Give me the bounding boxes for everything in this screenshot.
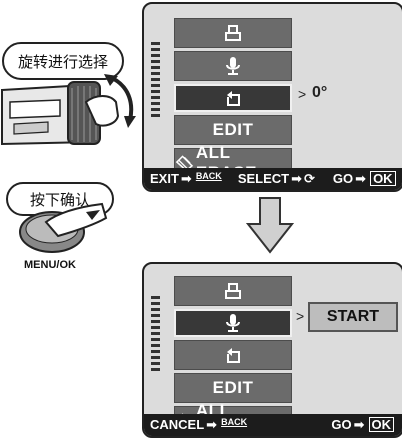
start-label: START bbox=[326, 308, 380, 325]
level-scale bbox=[150, 296, 160, 371]
down-arrow-icon bbox=[246, 197, 294, 254]
select-label: SELECT bbox=[237, 171, 290, 186]
level-scale bbox=[150, 42, 160, 117]
menu-ok-button-illustration bbox=[19, 202, 108, 253]
menu-item-edit-label: EDIT bbox=[212, 120, 254, 139]
camera-dial-illustration bbox=[1, 74, 136, 146]
microphone-icon bbox=[226, 57, 240, 75]
menu-item-print[interactable] bbox=[174, 18, 292, 48]
menu-ok-label: MENU/OK bbox=[24, 259, 76, 271]
go-label: GO bbox=[331, 417, 352, 432]
start-button[interactable]: START bbox=[308, 302, 398, 332]
rotate-caption-bubble: 旋转进行选择 bbox=[2, 42, 124, 80]
go-label: GO bbox=[332, 171, 354, 186]
rotate-icon bbox=[227, 348, 240, 363]
arrow-right-icon: ➡ bbox=[355, 171, 367, 186]
screen-select-menu: EDIT ALL ERASE > 0° EXIT➡BACK SELECT➡⟳ G… bbox=[142, 2, 402, 192]
bottom-menu: EDIT ALL ERASE bbox=[174, 276, 292, 436]
menu-item-edit-label: EDIT bbox=[212, 378, 254, 397]
footer-go[interactable]: GO➡OK bbox=[331, 417, 394, 433]
back-label: BACK bbox=[195, 171, 222, 181]
arrow-right-icon: ➡ bbox=[180, 171, 192, 186]
rotate-caption: 旋转进行选择 bbox=[17, 53, 108, 71]
menu-item-edit[interactable]: EDIT bbox=[174, 373, 292, 403]
footer-cancel[interactable]: CANCEL➡BACK bbox=[150, 417, 247, 433]
footer-exit[interactable]: EXIT➡BACK bbox=[150, 171, 222, 187]
rotate-icon bbox=[227, 91, 240, 106]
screen-confirm-menu: EDIT ALL ERASE > START CANCEL➡BACK GO➡OK bbox=[142, 262, 402, 438]
dial-icon: ⟳ bbox=[304, 171, 315, 186]
cancel-label: CANCEL bbox=[150, 417, 205, 432]
footer-bar: CANCEL➡BACK GO➡OK bbox=[144, 414, 402, 436]
menu-item-audio[interactable] bbox=[174, 309, 292, 337]
menu-item-rotate[interactable] bbox=[174, 84, 292, 112]
microphone-icon bbox=[226, 314, 240, 332]
arrow-right-icon: ➡ bbox=[291, 171, 303, 186]
ok-label: OK bbox=[368, 417, 394, 432]
arrow-right-icon: ➡ bbox=[353, 417, 365, 432]
arrow-right-icon: ➡ bbox=[206, 417, 218, 432]
footer-go[interactable]: GO➡OK bbox=[333, 171, 396, 187]
menu-item-audio[interactable] bbox=[174, 51, 292, 81]
print-icon bbox=[225, 25, 241, 41]
menu-item-print[interactable] bbox=[174, 276, 292, 306]
footer-bar: EXIT➡BACK SELECT➡⟳ GO➡OK bbox=[144, 168, 402, 190]
back-label: BACK bbox=[221, 417, 248, 427]
exit-label: EXIT bbox=[150, 171, 179, 186]
press-caption: 按下确认 bbox=[29, 191, 90, 209]
rotation-value: 0° bbox=[312, 84, 328, 101]
pointer-arrow-icon: > bbox=[298, 86, 307, 102]
ok-label: OK bbox=[370, 171, 396, 186]
menu-item-edit[interactable]: EDIT bbox=[174, 115, 292, 145]
top-menu: EDIT ALL ERASE bbox=[174, 18, 292, 182]
menu-item-rotate[interactable] bbox=[174, 340, 292, 370]
print-icon bbox=[225, 283, 241, 299]
footer-select[interactable]: SELECT➡⟳ bbox=[238, 171, 315, 187]
pointer-arrow-icon: > bbox=[296, 308, 305, 324]
